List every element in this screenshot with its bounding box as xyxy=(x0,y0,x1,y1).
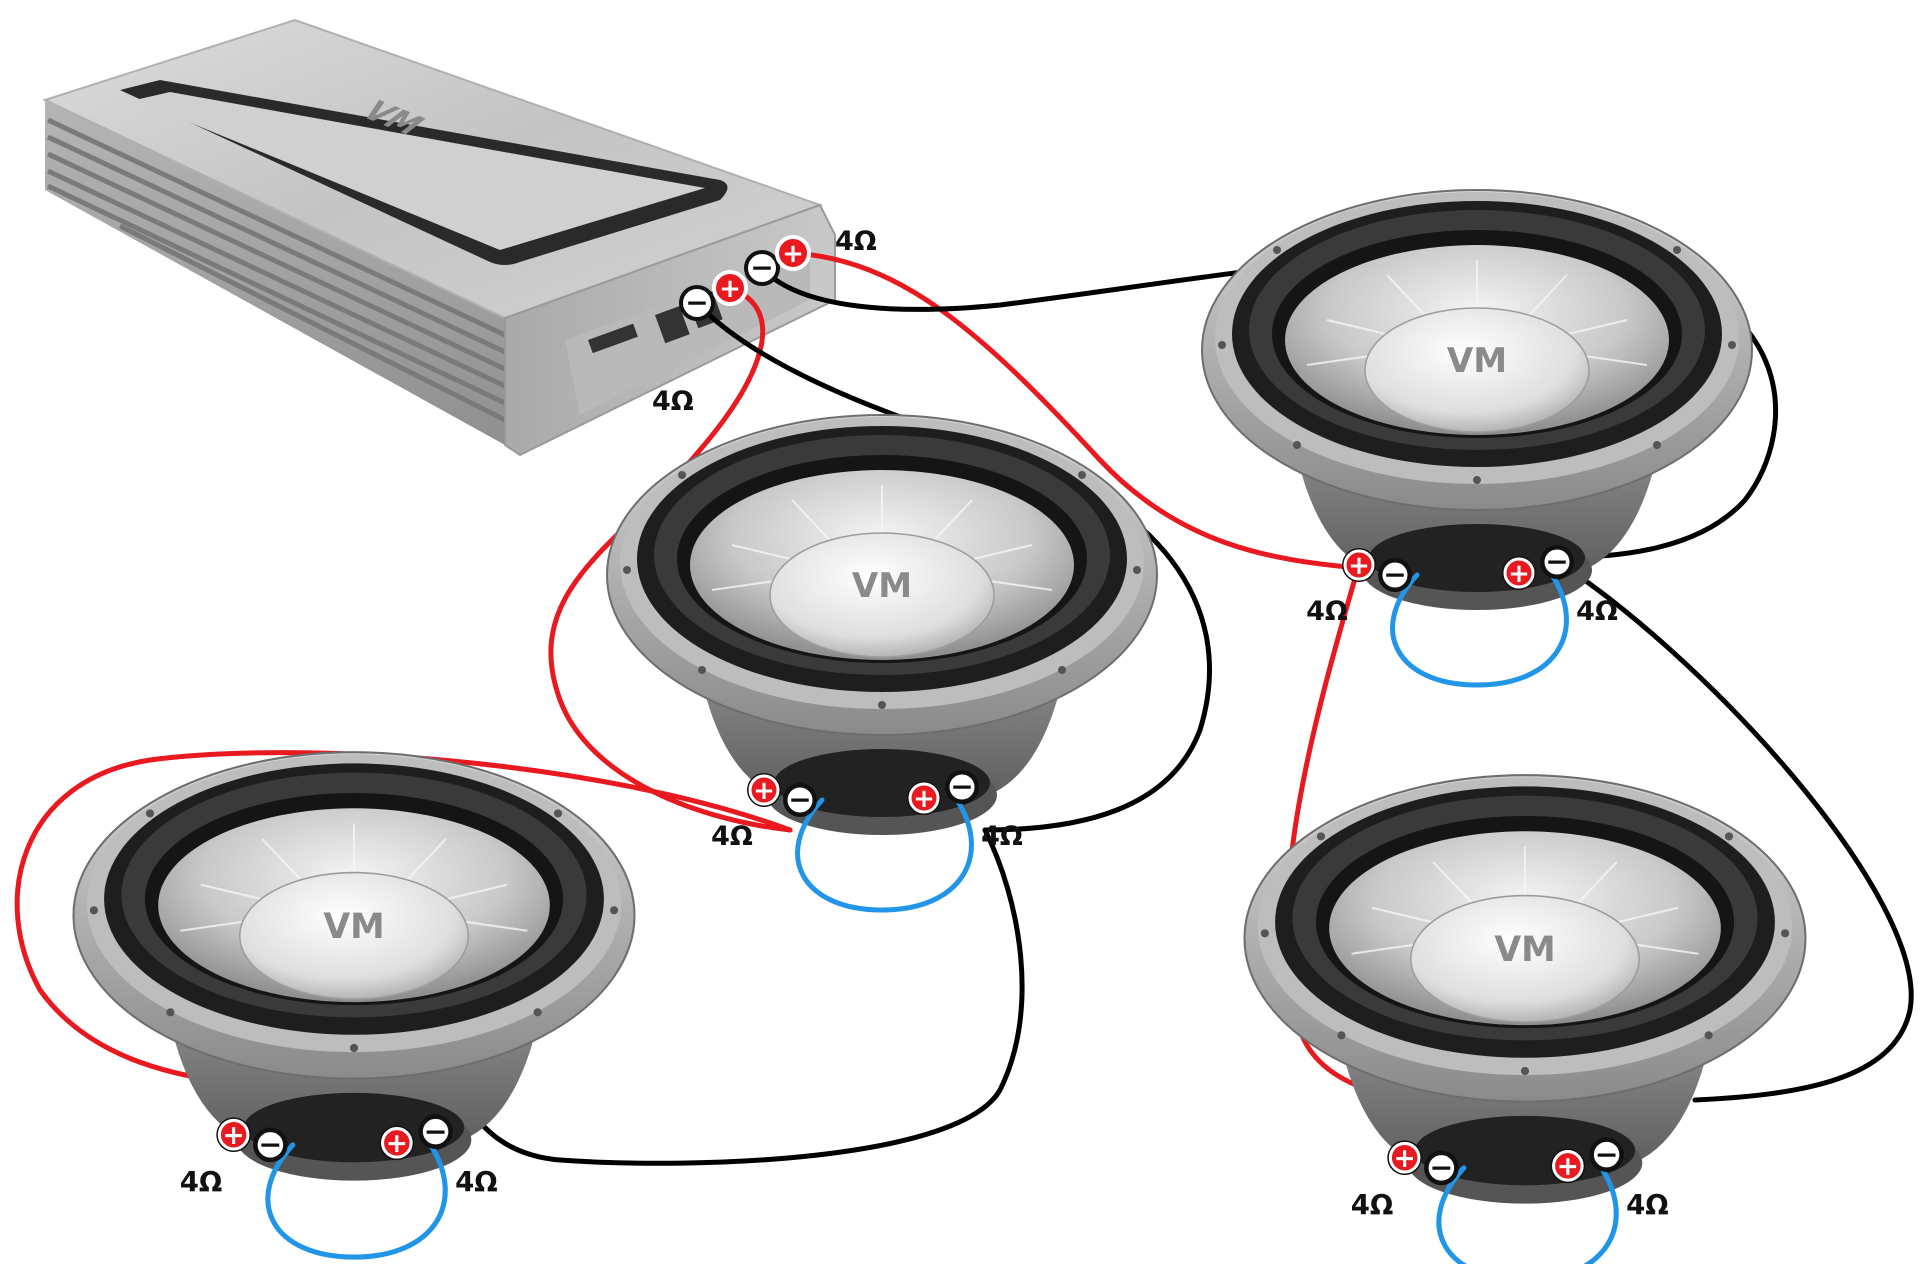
amp-ch1-impedance-label: 4Ω xyxy=(652,386,694,417)
svg-text:−: − xyxy=(1545,545,1568,578)
amp-ch1-positive-terminal: + xyxy=(712,270,748,306)
coil-b-negative-terminal: − xyxy=(1540,545,1574,579)
coil-b-impedance-label: 4Ω xyxy=(455,1166,498,1198)
speaker-logo: VM xyxy=(323,907,384,947)
amplifier: VM xyxy=(42,18,836,457)
coil-a-impedance-label: 4Ω xyxy=(180,1166,223,1198)
amplifier-side xyxy=(45,100,505,445)
svg-text:−: − xyxy=(750,251,773,284)
svg-text:+: + xyxy=(1394,1143,1416,1174)
coil-b-negative-terminal: − xyxy=(418,1114,453,1149)
speaker-logo: VM xyxy=(1447,341,1507,381)
svg-text:+: + xyxy=(386,1128,408,1159)
amp-ch2-negative-terminal: − xyxy=(744,250,780,286)
coil-a-positive-terminal: + xyxy=(1342,548,1376,582)
coil-b-positive-terminal: + xyxy=(379,1125,415,1161)
coil-a-negative-terminal: − xyxy=(253,1127,288,1163)
svg-text:+: + xyxy=(782,239,804,269)
amp-ch2-impedance-label: 4Ω xyxy=(835,226,877,257)
coil-a-impedance-label: 4Ω xyxy=(1351,1189,1394,1221)
wire-topright-to-bottomright-negative xyxy=(1547,554,1914,1103)
coil-a-positive-terminal: + xyxy=(1387,1140,1422,1176)
coil-b-impedance-label: 4Ω xyxy=(981,821,1023,852)
coil-a-positive-terminal: + xyxy=(216,1117,251,1153)
svg-text:+: + xyxy=(1348,551,1370,581)
speaker-dust-cap xyxy=(1364,307,1590,433)
coil-b-positive-terminal: + xyxy=(1550,1148,1586,1184)
wire-ch1-negative xyxy=(694,300,1212,833)
coil-b-impedance-label: 4Ω xyxy=(1576,596,1618,627)
wire-center-to-bottomleft-positive xyxy=(14,750,793,1088)
jumper-wire xyxy=(265,1142,448,1260)
svg-text:+: + xyxy=(753,776,775,806)
amp-ch2-positive-terminal: + xyxy=(775,235,811,271)
svg-text:−: − xyxy=(258,1127,282,1161)
amplifier-terminals: − + − + 4Ω 4Ω xyxy=(652,226,877,417)
svg-text:−: − xyxy=(1595,1137,1619,1171)
svg-text:−: − xyxy=(950,770,973,803)
coil-a-negative-terminal: − xyxy=(1378,558,1412,592)
svg-text:+: + xyxy=(1508,559,1530,589)
coil-b-positive-terminal: + xyxy=(1502,556,1536,590)
svg-text:+: + xyxy=(223,1120,245,1151)
coil-b-positive-terminal: + xyxy=(907,781,941,815)
speaker-logo: VM xyxy=(852,566,912,606)
coil-a-impedance-label: 4Ω xyxy=(711,821,753,852)
svg-text:+: + xyxy=(719,274,741,304)
wire-ch2-positive xyxy=(790,250,1361,571)
coil-a-negative-terminal: − xyxy=(783,783,817,817)
speaker-logo: VM xyxy=(1494,930,1555,970)
speaker-dust-cap xyxy=(1409,894,1641,1023)
svg-text:−: − xyxy=(685,286,708,319)
coil-a-negative-terminal: − xyxy=(1424,1150,1459,1186)
wire-center-to-bottomleft-negative xyxy=(452,827,1025,1166)
coil-a-positive-terminal: + xyxy=(747,773,781,807)
amplifier-heatsink-fins xyxy=(46,117,507,423)
svg-text:−: − xyxy=(1429,1150,1453,1184)
speaker-dust-cap xyxy=(238,871,470,1000)
svg-text:+: + xyxy=(913,784,935,814)
coil-b-negative-terminal: − xyxy=(1589,1137,1624,1172)
svg-text:−: − xyxy=(424,1114,448,1148)
speaker-dust-cap xyxy=(769,532,995,658)
svg-text:−: − xyxy=(1383,558,1406,591)
svg-text:−: − xyxy=(788,783,811,816)
coil-b-impedance-label: 4Ω xyxy=(1626,1189,1669,1221)
svg-text:+: + xyxy=(1557,1151,1579,1182)
coil-b-negative-terminal: − xyxy=(945,770,979,804)
jumper-wire xyxy=(1390,572,1569,688)
jumper-wire xyxy=(795,797,974,913)
coil-a-impedance-label: 4Ω xyxy=(1306,596,1348,627)
amp-ch1-negative-terminal: − xyxy=(679,285,715,321)
jumper-wire xyxy=(1436,1165,1619,1264)
